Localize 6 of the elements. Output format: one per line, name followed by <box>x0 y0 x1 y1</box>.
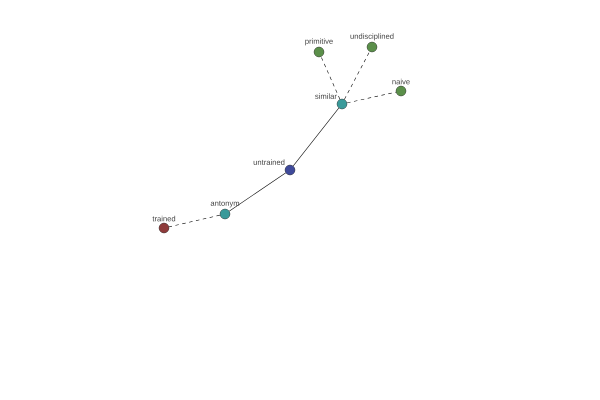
connector-line <box>320 56 340 100</box>
connector-line <box>229 172 286 212</box>
connector-line <box>168 214 220 228</box>
connector-line <box>292 108 340 166</box>
connector-line <box>346 92 396 104</box>
connector-line <box>344 51 370 100</box>
